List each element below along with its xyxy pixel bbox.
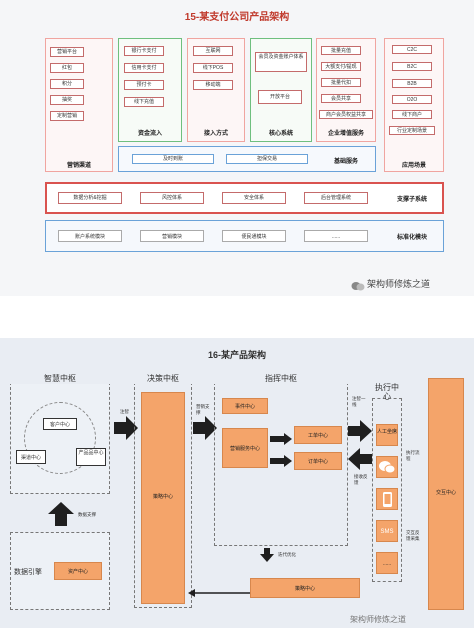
item-creditcard-pay: 信用卡支付 [124, 63, 164, 73]
item-convenience-module: 便民通模块 [222, 230, 286, 242]
exec-center-header: 执行中心 [375, 383, 399, 401]
phone-icon [376, 488, 398, 510]
diagram-1-title: 15-某支付公司产品架构 [184, 12, 290, 23]
edge-iteration: 迭代优化 [278, 552, 296, 557]
item-data-analysis: 数据分析&挖掘 [58, 192, 122, 204]
item-security: 安全体系 [222, 192, 286, 204]
edge-receive: 接收反馈 [354, 474, 368, 485]
item-lottery: 抽奖 [50, 95, 84, 105]
strategy-center-bottom: 策略中心 [250, 578, 360, 598]
edge-marketing-support: 营销支撑 [196, 404, 210, 415]
asset-center: 资产中心 [54, 562, 102, 580]
edge-inject: 注智 [120, 409, 129, 414]
command-hub-header: 指挥中枢 [214, 373, 348, 384]
decision-hub-header: 决策中枢 [134, 373, 192, 384]
basic-services-label: 基础服务 [333, 159, 358, 165]
item-admin-system: 后台管理系统 [304, 192, 368, 204]
standard-label: 标准化模块 [396, 235, 427, 241]
column-marketing [45, 38, 113, 172]
column-label-value-added: 企业增值服务 [327, 131, 364, 137]
right-arrow-icon-2 [193, 416, 217, 440]
item-redpacket: 红包 [50, 63, 84, 73]
product-center: 产品品中心 [76, 448, 106, 466]
interact-center: 交互中心 [428, 378, 464, 610]
item-marketing-platform: 营销平台 [50, 47, 84, 57]
item-c2c: C2C [392, 45, 432, 54]
item-guaranteed-trade: 担保交易 [226, 154, 308, 164]
item-offline-recharge: 线下充值 [124, 97, 164, 107]
item-member-account: 会员及资金账户体系 [255, 52, 307, 72]
item-industry-scenario: 行业定制场景 [389, 126, 435, 135]
sms-channel: SMS [376, 520, 398, 542]
column-label-scenarios: 应用场景 [401, 163, 426, 169]
column-label-marketing: 营销渠道 [66, 163, 91, 169]
item-offline-merchant: 线下商户 [392, 110, 432, 119]
watermark-1: 架构师修炼之道 [367, 279, 431, 289]
item-risk-control: 风控体系 [140, 192, 204, 204]
smart-hub-circle [24, 402, 96, 474]
item-more-modules: ...... [304, 230, 368, 242]
item-batch-recharge: 批量充值 [321, 46, 361, 55]
item-batch-debit: 批量代扣 [321, 78, 361, 87]
edge-exec-flow: 执行流程 [406, 450, 420, 461]
edge-data-support: 数据支撑 [78, 512, 96, 517]
customer-center: 客户中心 [43, 418, 77, 430]
item-offline-pos: 线下POS [193, 63, 233, 73]
watermark-2: 架构师修炼之道 [350, 615, 406, 624]
item-merchant-share: 商户会员权益共享 [319, 110, 373, 119]
arrow-right-small-icon-2 [270, 454, 292, 467]
event-center: 事件中心 [222, 398, 268, 414]
item-o2o: O2O [392, 95, 432, 104]
item-marketing-module: 营销模块 [140, 230, 204, 242]
item-member-share: 会员共享 [321, 94, 361, 103]
item-instant-arrival: 及时到账 [132, 154, 214, 164]
right-arrow-icon [114, 416, 138, 440]
data-engine-label: 数据引擎 [14, 569, 42, 576]
diagram-2-title: 16-某产品架构 [207, 350, 266, 360]
smart-hub-header: 智慧中枢 [10, 373, 110, 384]
up-arrow-icon [48, 502, 74, 526]
item-account-module: 账户系统模块 [58, 230, 122, 242]
exec-more: ...... [376, 552, 398, 574]
left-arrow-thin-icon [188, 584, 250, 597]
column-scenarios [384, 38, 444, 172]
item-mobile: 移动端 [193, 80, 233, 90]
down-arrow-icon [260, 548, 274, 562]
work-order-center: 工单中心 [294, 426, 342, 444]
column-value-added [316, 38, 376, 142]
column-label-access: 接入方式 [203, 131, 228, 137]
strategy-center-main: 策略中心 [141, 392, 185, 604]
wechat-channel-icon [376, 456, 398, 478]
column-label-core: 核心系统 [268, 131, 293, 137]
right-arrow-icon-3 [348, 420, 372, 442]
exec-center-frame [372, 398, 402, 582]
arrow-right-small-icon [270, 432, 292, 445]
item-b2c: B2C [392, 62, 432, 71]
left-arrow-icon [348, 448, 372, 470]
item-open-platform: 开放平台 [258, 90, 302, 104]
order-center: 订单中心 [294, 452, 342, 470]
edge-inject-op: 注智一线 [352, 396, 366, 407]
item-custom-marketing: 定制营销 [50, 111, 84, 121]
marketing-service-center: 营销服务中心 [222, 428, 268, 468]
edge-interact-flow: 交互反馈采集 [406, 530, 420, 541]
column-label-funds-in: 资金流入 [137, 131, 162, 137]
agent-seat: 人工坐席 [376, 424, 398, 446]
item-points: 积分 [50, 79, 84, 89]
item-large-pay: 大额支付/提现 [321, 62, 361, 71]
item-bankcard-pay: 银行卡支付 [124, 46, 164, 56]
channel-center: 渠道中心 [16, 450, 46, 464]
item-internet: 互联网 [193, 46, 233, 56]
support-label: 支撑子系统 [396, 197, 427, 203]
item-b2b: B2B [392, 79, 432, 88]
item-prepaid-card: 预付卡 [124, 80, 164, 90]
wechat-icon [351, 278, 365, 291]
